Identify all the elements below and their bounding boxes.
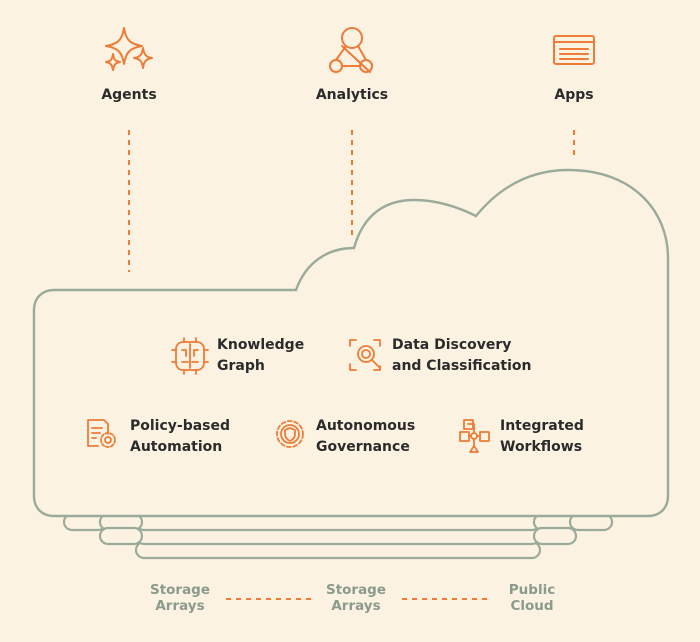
consumer-apps-label: Apps — [554, 87, 594, 103]
feature-data-discovery: Data Discovery and Classification — [392, 337, 532, 374]
storage-pill-left-lower — [98, 526, 144, 546]
feature-knowledge-graph: Knowledge Graph — [217, 337, 305, 374]
source-public-cloud: Public Cloud — [508, 582, 556, 614]
analytics-graph-icon — [329, 27, 373, 73]
gear-shield-icon — [276, 420, 304, 448]
feature-autonomous-governance: Autonomous Governance — [316, 418, 416, 455]
sparkles-icon — [105, 27, 153, 71]
source-storage-arrays-1: Storage Arrays — [149, 582, 211, 614]
storage-layers — [62, 512, 614, 560]
scan-search-icon — [349, 339, 381, 371]
document-gear-icon — [87, 419, 116, 448]
feature-policy-automation: Policy-based Automation — [130, 418, 231, 455]
workflow-icon — [459, 419, 490, 453]
cloud-platform — [32, 168, 670, 518]
consumer-analytics-label: Analytics — [315, 87, 389, 103]
storage-pill-right-lower — [532, 526, 578, 546]
source-storage-arrays-2: Storage Arrays — [325, 582, 387, 614]
consumer-agents-label: Agents — [101, 87, 157, 103]
brain-chip-icon — [171, 337, 209, 375]
app-window-icon — [553, 35, 595, 65]
feature-integrated-workflows: Integrated Workflows — [500, 418, 584, 455]
